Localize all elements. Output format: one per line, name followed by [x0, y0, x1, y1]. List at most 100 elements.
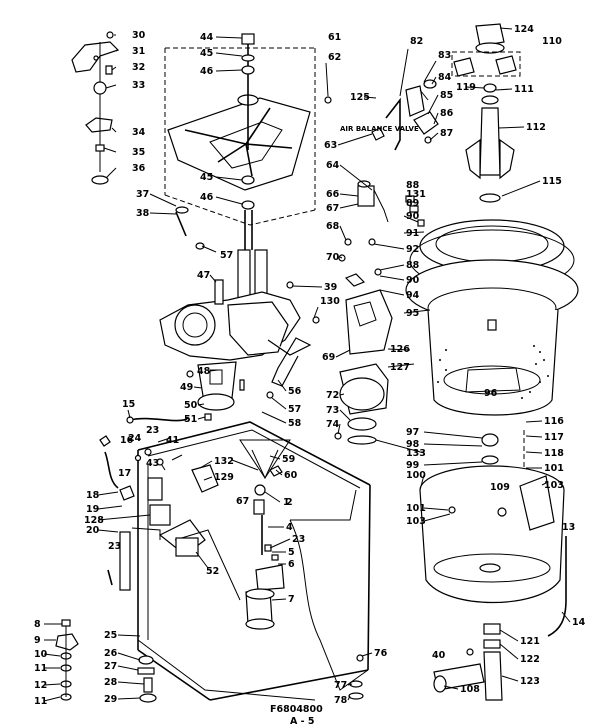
part-number-label: 67 [326, 203, 339, 214]
leader-line [423, 443, 483, 447]
leader-line [403, 215, 419, 223]
part-number-label: 13 [562, 522, 575, 533]
part-number-label: 23 [146, 425, 159, 436]
leader-line [335, 349, 351, 358]
leader-line [117, 665, 139, 671]
part-number-label: 6 [288, 559, 295, 570]
air-balance-valve-annotation: AIR BALANCE VALVE [340, 125, 419, 133]
leader-line [264, 491, 281, 503]
bracket-assembly-30-36 [71, 31, 120, 185]
part-number-label: 111 [514, 84, 534, 95]
drain-hose [433, 536, 567, 701]
leader-line [561, 611, 571, 623]
leader-line [423, 461, 483, 466]
part-number-label: 78 [334, 695, 348, 706]
part-number-label: 69 [322, 352, 335, 363]
part-number-label: 16 [120, 435, 134, 446]
part-number-label: 36 [132, 163, 146, 174]
part-number-label: 58 [288, 418, 302, 429]
leader-line [427, 94, 439, 115]
part-number-label: 115 [542, 176, 562, 187]
leader-line [193, 386, 203, 389]
part-number-label: 11 [34, 696, 47, 707]
part-number-label: 86 [440, 108, 454, 119]
part-number-label: 133 [406, 448, 426, 459]
part-number-label: 123 [520, 676, 540, 687]
part-number-label: 103 [544, 480, 564, 491]
part-number-label: 39 [324, 282, 337, 293]
leader-line [497, 126, 525, 129]
part-number-label: 110 [542, 36, 562, 47]
leader-line [43, 683, 61, 686]
leader-line [215, 36, 243, 39]
leader-line [501, 675, 519, 682]
leader-line [423, 431, 483, 439]
leader-line [271, 397, 287, 410]
leader-line [419, 474, 425, 491]
part-number-label: 46 [200, 66, 214, 77]
part-number-label: 87 [440, 128, 453, 139]
part-number-label: 62 [328, 52, 341, 63]
part-number-label: 49 [180, 382, 193, 393]
part-number-label: 43 [146, 458, 159, 469]
leader-line [379, 264, 405, 271]
part-number-label: 82 [410, 36, 423, 47]
part-number-label: 101 [406, 503, 426, 514]
part-number-label: 35 [132, 147, 145, 158]
part-number-label: 116 [544, 416, 564, 427]
gearcase-assembly [159, 249, 320, 421]
part-number-label: 50 [184, 400, 198, 411]
part-number-label: 28 [104, 677, 118, 688]
leader-line [339, 225, 347, 241]
leader-line [277, 379, 287, 392]
leader-line [525, 451, 543, 454]
part-number-label: 108 [460, 684, 480, 695]
leader-line [429, 132, 439, 141]
part-number-label: 31 [132, 46, 145, 57]
leveling-feet [137, 655, 157, 703]
part-number-label: 9 [34, 635, 41, 646]
part-number-label: 68 [326, 221, 340, 232]
part-number-label: 91 [406, 228, 419, 239]
part-number-label: 11 [34, 663, 47, 674]
part-number-label: 12 [34, 680, 47, 691]
leader-line [199, 460, 213, 469]
rod-37-38 [175, 206, 205, 250]
leader-line [291, 285, 323, 288]
leader-line [431, 76, 437, 85]
leader-line [111, 66, 117, 71]
leader-line [443, 685, 459, 690]
leader-line [337, 423, 341, 435]
leader-line [261, 411, 287, 424]
pump-and-valves [239, 439, 291, 630]
leader-line [215, 176, 243, 181]
part-number-label: 90 [406, 275, 420, 286]
leader-line [379, 275, 405, 281]
part-number-label: 109 [490, 482, 510, 493]
leader-line [209, 369, 219, 372]
part-number-label: 29 [104, 694, 117, 705]
part-number-label: 125 [350, 92, 370, 103]
tub-ring-and-basket [405, 219, 579, 416]
part-number-label: 25 [104, 630, 117, 641]
leader-line [271, 598, 287, 601]
part-number-label: 4 [286, 522, 293, 533]
leader-line [115, 49, 119, 52]
drawing-code: F6804800 [270, 704, 323, 715]
part-number-label: 14 [572, 617, 586, 628]
part-number-label: 128 [84, 515, 104, 526]
part-number-label: 63 [324, 140, 337, 151]
part-number-label: 112 [526, 122, 546, 133]
leader-line [97, 491, 119, 496]
leader-line [495, 88, 513, 91]
leader-line [215, 52, 243, 57]
part-number-label: 67 [236, 496, 249, 507]
part-number-label: 52 [206, 566, 219, 577]
part-number-label: 23 [108, 541, 121, 552]
leader-line [465, 86, 485, 89]
part-number-label: 117 [544, 432, 564, 443]
leader-line [499, 643, 519, 660]
leader-line [541, 481, 549, 486]
part-number-label: 5 [288, 547, 295, 558]
